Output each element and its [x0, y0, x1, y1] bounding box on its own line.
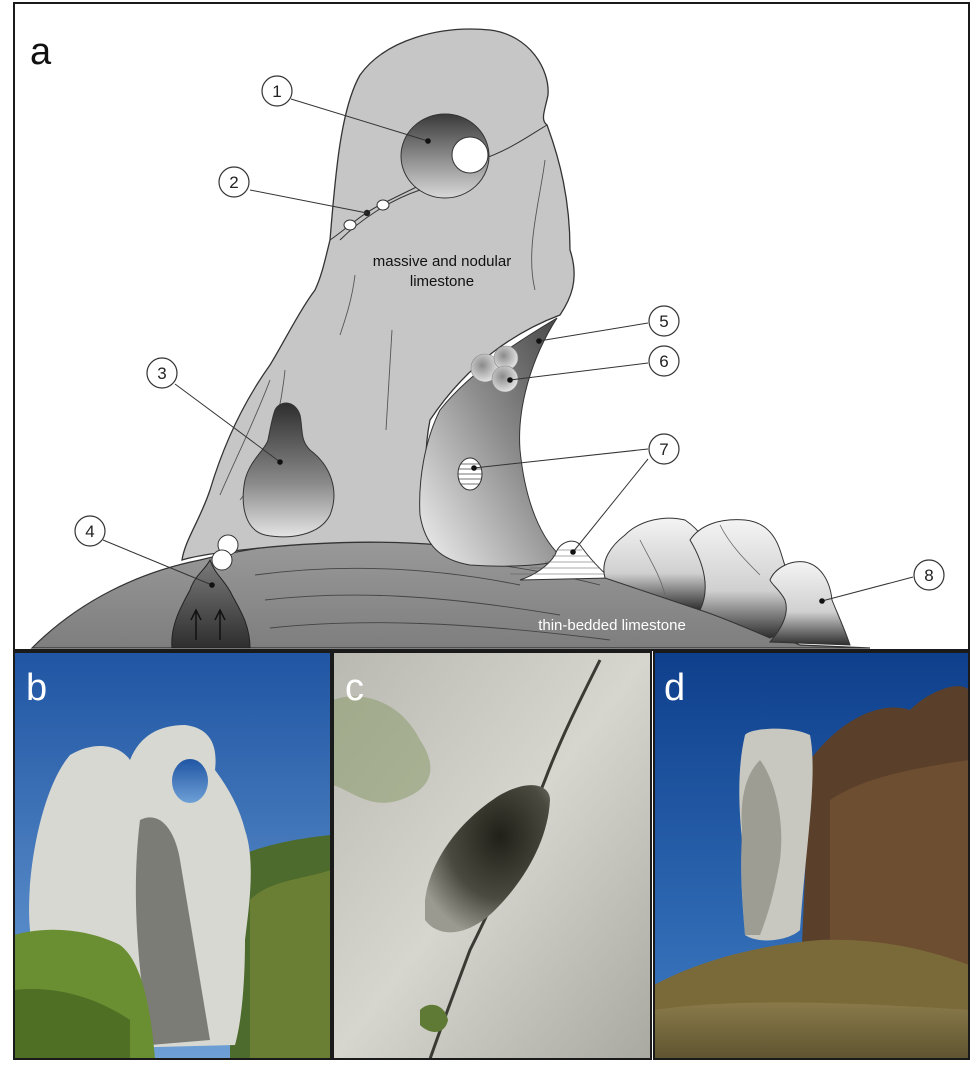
callout-8-number: 8: [924, 566, 933, 585]
callout-5-number: 5: [659, 312, 668, 331]
label-massive-limestone-line1: massive and nodular: [373, 253, 511, 270]
panel-d-ground: [654, 1003, 969, 1060]
callout-6: 6: [649, 346, 679, 376]
callout-1-number: 1: [272, 82, 281, 101]
panel-c-letter: c: [345, 667, 364, 709]
window-opening: [452, 137, 488, 173]
callout-3: 3: [147, 358, 177, 388]
callout-8: 8: [914, 560, 944, 590]
panel-d: [654, 652, 969, 1059]
callout-5: 5: [649, 306, 679, 336]
callout-4-number: 4: [85, 522, 94, 541]
callout-2: 2: [219, 167, 249, 197]
panel-a-letter: a: [30, 31, 52, 73]
callout-3-number: 3: [157, 364, 166, 383]
panel-b-forest-light: [250, 870, 331, 1059]
callout-1: 1: [262, 76, 292, 106]
karst-hole-b: [344, 220, 356, 230]
callout-4: 4: [75, 516, 105, 546]
label-massive-limestone-line2: limestone: [410, 273, 474, 290]
karst-hole-a: [377, 200, 389, 210]
hatched-pocket: [458, 458, 482, 490]
panel-d-letter: d: [664, 667, 685, 709]
callout-7: 7: [649, 434, 679, 464]
callout-7-number: 7: [659, 440, 668, 459]
callout-6-number: 6: [659, 352, 668, 371]
panel-a: 1 2 3 4 5 6 7 8 massive: [14, 3, 969, 650]
panel-b-letter: b: [26, 667, 47, 709]
panel-b: [14, 652, 331, 1059]
callout-2-number: 2: [229, 173, 238, 192]
panel-c: [333, 652, 651, 1059]
label-thin-bedded-limestone: thin-bedded limestone: [538, 617, 686, 634]
panel-b-window-hole: [172, 759, 208, 803]
